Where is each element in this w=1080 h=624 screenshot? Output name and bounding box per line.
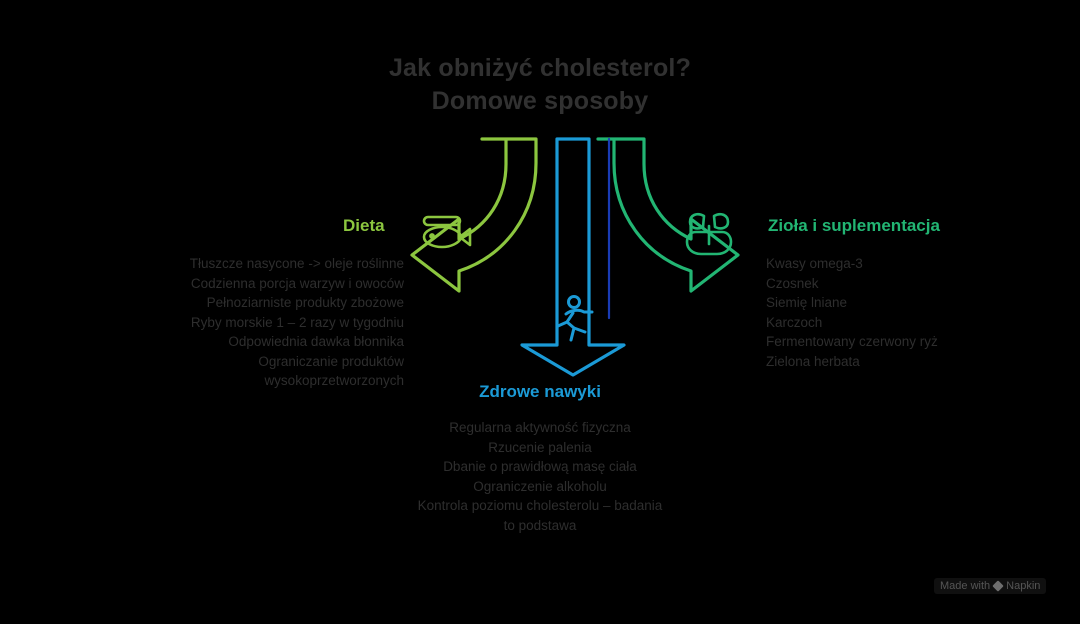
watermark-brand: Napkin	[1006, 580, 1041, 592]
list-item: Tłuszcze nasycone -> oleje roślinne	[189, 256, 404, 271]
running-person-icon	[556, 295, 594, 342]
list-item: Ryby morskie 1 – 2 razy w tygodniu	[190, 314, 404, 330]
list-item: Ograniczenie alkoholu	[473, 478, 607, 494]
list-item: Dbanie o prawidłową masę ciała	[443, 459, 637, 474]
section-label-habits: Zdrowe nawyki	[479, 382, 601, 401]
list-item: Kontrola poziomu cholesterolu – badania …	[417, 498, 663, 533]
list-item: Odpowiednia dawka błonnika	[228, 334, 404, 349]
watermark-text: Made with	[940, 580, 991, 592]
fish-icon	[422, 215, 472, 249]
list-item: Karczoch	[766, 314, 823, 330]
potted-plant-icon	[685, 212, 733, 256]
diet-arrow	[410, 137, 538, 293]
napkin-watermark[interactable]: Made with Napkin	[934, 578, 1047, 594]
list-item: Kwasy omega-3	[766, 256, 863, 271]
list-item: Fermentowany czerwony ryż	[766, 334, 938, 349]
list-item: Codzienna porcja warzyw i owoców	[190, 275, 404, 291]
list-item: Pełnoziarniste produkty zbożowe	[206, 295, 404, 310]
napkin-diamond-icon	[992, 580, 1004, 592]
list-item: Czosnek	[766, 275, 819, 291]
list-item: Ograniczanie produktów wysokoprzetworzon…	[258, 353, 404, 389]
list-item: Zielona herbata	[766, 353, 860, 369]
list-item: Rzucenie palenia	[488, 439, 592, 455]
herbs-arrow	[596, 137, 740, 293]
list-item: Regularna aktywność fizyczna	[449, 420, 631, 435]
list-item: Siemię lniane	[766, 295, 848, 310]
section-label-herbs: Zioła i suplementacja	[768, 216, 940, 235]
section-label-diet: Dieta	[343, 216, 385, 235]
habits-arrow	[520, 137, 626, 377]
